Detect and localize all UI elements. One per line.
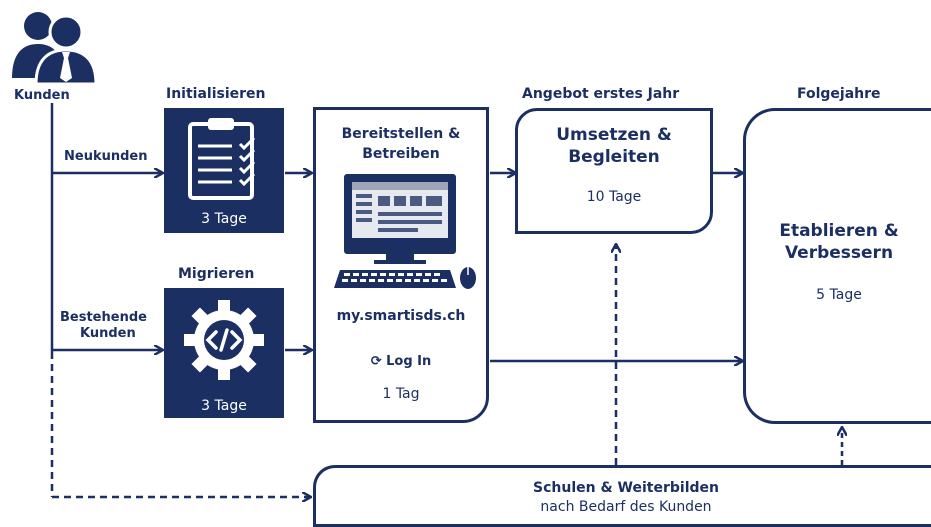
existing-customers-label-line2: Kunden — [80, 326, 136, 341]
first-year-box: Umsetzen & Begleiten 10 Tage — [515, 108, 713, 234]
following-years-duration: 5 Tage — [816, 287, 862, 303]
provide-title-line2: Betreiben — [362, 146, 440, 162]
following-years-header: Folgejahre — [797, 86, 881, 102]
first-year-duration: 10 Tage — [586, 189, 642, 205]
provide-duration: 1 Tag — [382, 386, 420, 402]
training-subtitle: nach Bedarf des Kunden — [540, 499, 712, 515]
gear-code-icon — [184, 300, 264, 380]
following-years-title-line2: Verbessern — [784, 243, 894, 263]
training-title: Schulen & Weiterbilden — [533, 480, 719, 496]
initialize-title: Initialisieren — [166, 86, 266, 102]
login-icon: ⟳ — [370, 354, 382, 369]
following-years-box: Etablieren & Verbessern 5 Tage — [743, 108, 931, 424]
first-year-title-line2: Begleiten — [568, 147, 660, 167]
provide-url[interactable]: my.smartisds.ch — [336, 308, 466, 324]
initialize-box: 3 Tage — [164, 108, 284, 233]
migrate-box: 3 Tage — [164, 288, 284, 418]
initialize-duration: 3 Tage — [201, 211, 247, 227]
migrate-duration: 3 Tage — [201, 398, 247, 414]
login-link[interactable]: ⟳ Log In — [316, 352, 486, 370]
migrate-title: Migrieren — [178, 266, 255, 282]
training-box: Schulen & Weiterbilden nach Bedarf des K… — [313, 465, 931, 527]
existing-customers-label-line1: Bestehende — [60, 310, 147, 325]
following-years-title-line1: Etablieren & — [779, 221, 899, 241]
login-label: Log In — [386, 354, 432, 369]
provide-title-line1: Bereitstellen & — [341, 126, 461, 142]
customers-label: Kunden — [14, 88, 70, 103]
computer-icon — [334, 174, 476, 289]
provide-box: Bereitstellen & Betreiben — [313, 107, 489, 423]
customers-icon — [12, 12, 98, 86]
clipboard-checklist-icon — [188, 118, 256, 200]
first-year-header: Angebot erstes Jahr — [522, 86, 680, 102]
new-customers-label: Neukunden — [64, 149, 148, 164]
first-year-title-line1: Umsetzen & — [556, 125, 672, 145]
